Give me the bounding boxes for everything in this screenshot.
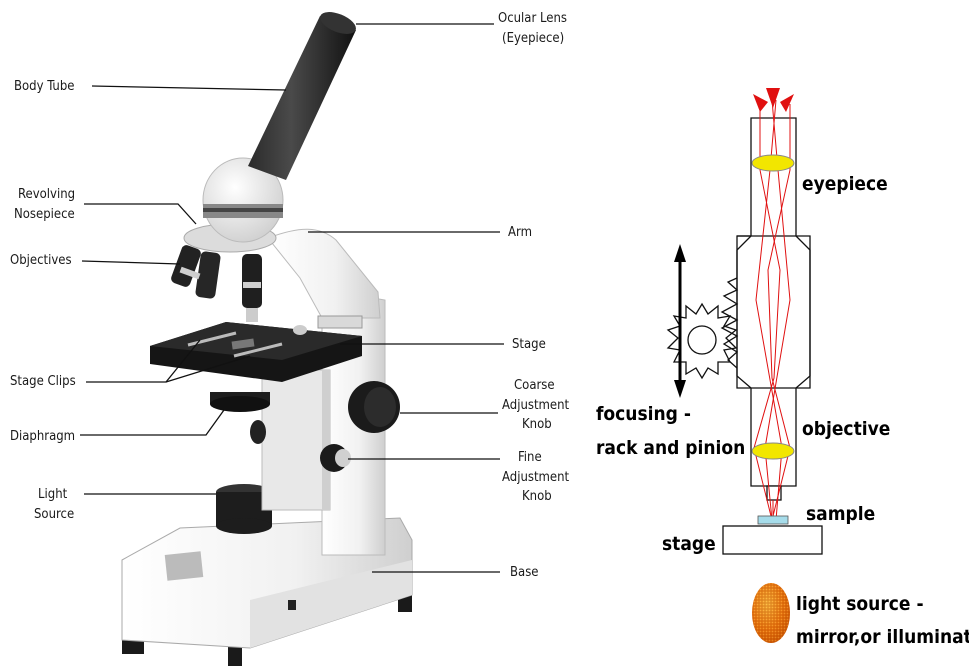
label-stage: Stage — [512, 337, 546, 352]
diaphragm-bottom — [210, 396, 270, 412]
objective-tip — [246, 308, 258, 322]
output-arrows — [753, 88, 794, 112]
leader-nosepiece — [84, 204, 196, 224]
stage-mechanism — [318, 316, 362, 328]
left-knob — [250, 420, 266, 444]
label-objectives: Objectives — [10, 253, 72, 268]
label-base: Base — [510, 565, 538, 580]
leader-objectives — [82, 261, 180, 264]
label-light-source-1: light source - — [796, 593, 924, 615]
label-coarse-1: Coarse — [514, 378, 555, 393]
label-ocular-lens-sub: (Eyepiece) — [502, 31, 564, 46]
label-revolving-2: Nosepiece — [14, 207, 75, 222]
schematic-stage — [723, 526, 822, 554]
body-right — [796, 236, 810, 388]
objective-lens — [752, 443, 794, 459]
objective-tube — [751, 388, 796, 486]
rack-teeth — [722, 278, 737, 368]
body-tube — [248, 16, 356, 180]
label-arm: Arm — [508, 225, 532, 240]
base-label-plate — [165, 551, 204, 581]
label-diaphragm: Diaphragm — [10, 429, 75, 444]
label-coarse-3: Knob — [522, 417, 552, 432]
base-foot — [122, 640, 144, 654]
light-source-bottom — [216, 518, 272, 534]
sample-slide — [758, 516, 788, 524]
body-left — [737, 236, 751, 388]
stage-knob — [293, 325, 307, 335]
tube-right-wall — [796, 236, 810, 388]
focus-block-edge — [322, 370, 330, 510]
focus-block — [262, 370, 330, 510]
label-light-1: Light — [38, 487, 68, 502]
objective-lens — [242, 254, 262, 308]
light-source-texture — [752, 583, 790, 643]
label-objective: objective — [802, 418, 890, 440]
tube-left-wall — [737, 236, 751, 388]
eyepiece-tube — [751, 118, 796, 236]
power-switch — [288, 600, 296, 610]
eyepiece-lens — [752, 155, 794, 171]
label-focusing-2: rack and pinion — [596, 437, 745, 459]
head-ring-shade — [203, 208, 283, 212]
label-sample: sample — [806, 503, 875, 525]
label-fine-1: Fine — [518, 450, 542, 465]
focus-arrow-icon — [674, 244, 686, 398]
microscope-illustration — [122, 8, 412, 666]
objective-band — [243, 282, 261, 288]
arm-body — [268, 229, 380, 318]
objectives — [170, 244, 262, 322]
label-stage-schematic: stage — [662, 533, 716, 555]
label-coarse-2: Adjustment — [502, 398, 570, 413]
label-focusing-1: focusing - — [596, 403, 691, 425]
label-stage-clips: Stage Clips — [10, 374, 76, 389]
label-ocular-lens: Ocular Lens — [498, 11, 567, 26]
label-light-2: Source — [34, 507, 74, 522]
label-revolving-1: Revolving — [18, 187, 75, 202]
label-eyepiece: eyepiece — [802, 173, 888, 195]
label-light-source-2: mirror,or illuminator — [796, 626, 969, 648]
label-fine-3: Knob — [522, 489, 552, 504]
label-body-tube: Body Tube — [14, 79, 74, 94]
coarse-knob-face — [364, 387, 396, 427]
label-fine-2: Adjustment — [502, 470, 570, 485]
fine-knob-face — [335, 449, 351, 467]
leader-diaphragm — [80, 410, 224, 435]
pinion-gear — [668, 304, 736, 378]
optical-schematic — [668, 88, 822, 643]
leader-body-tube — [92, 86, 286, 90]
